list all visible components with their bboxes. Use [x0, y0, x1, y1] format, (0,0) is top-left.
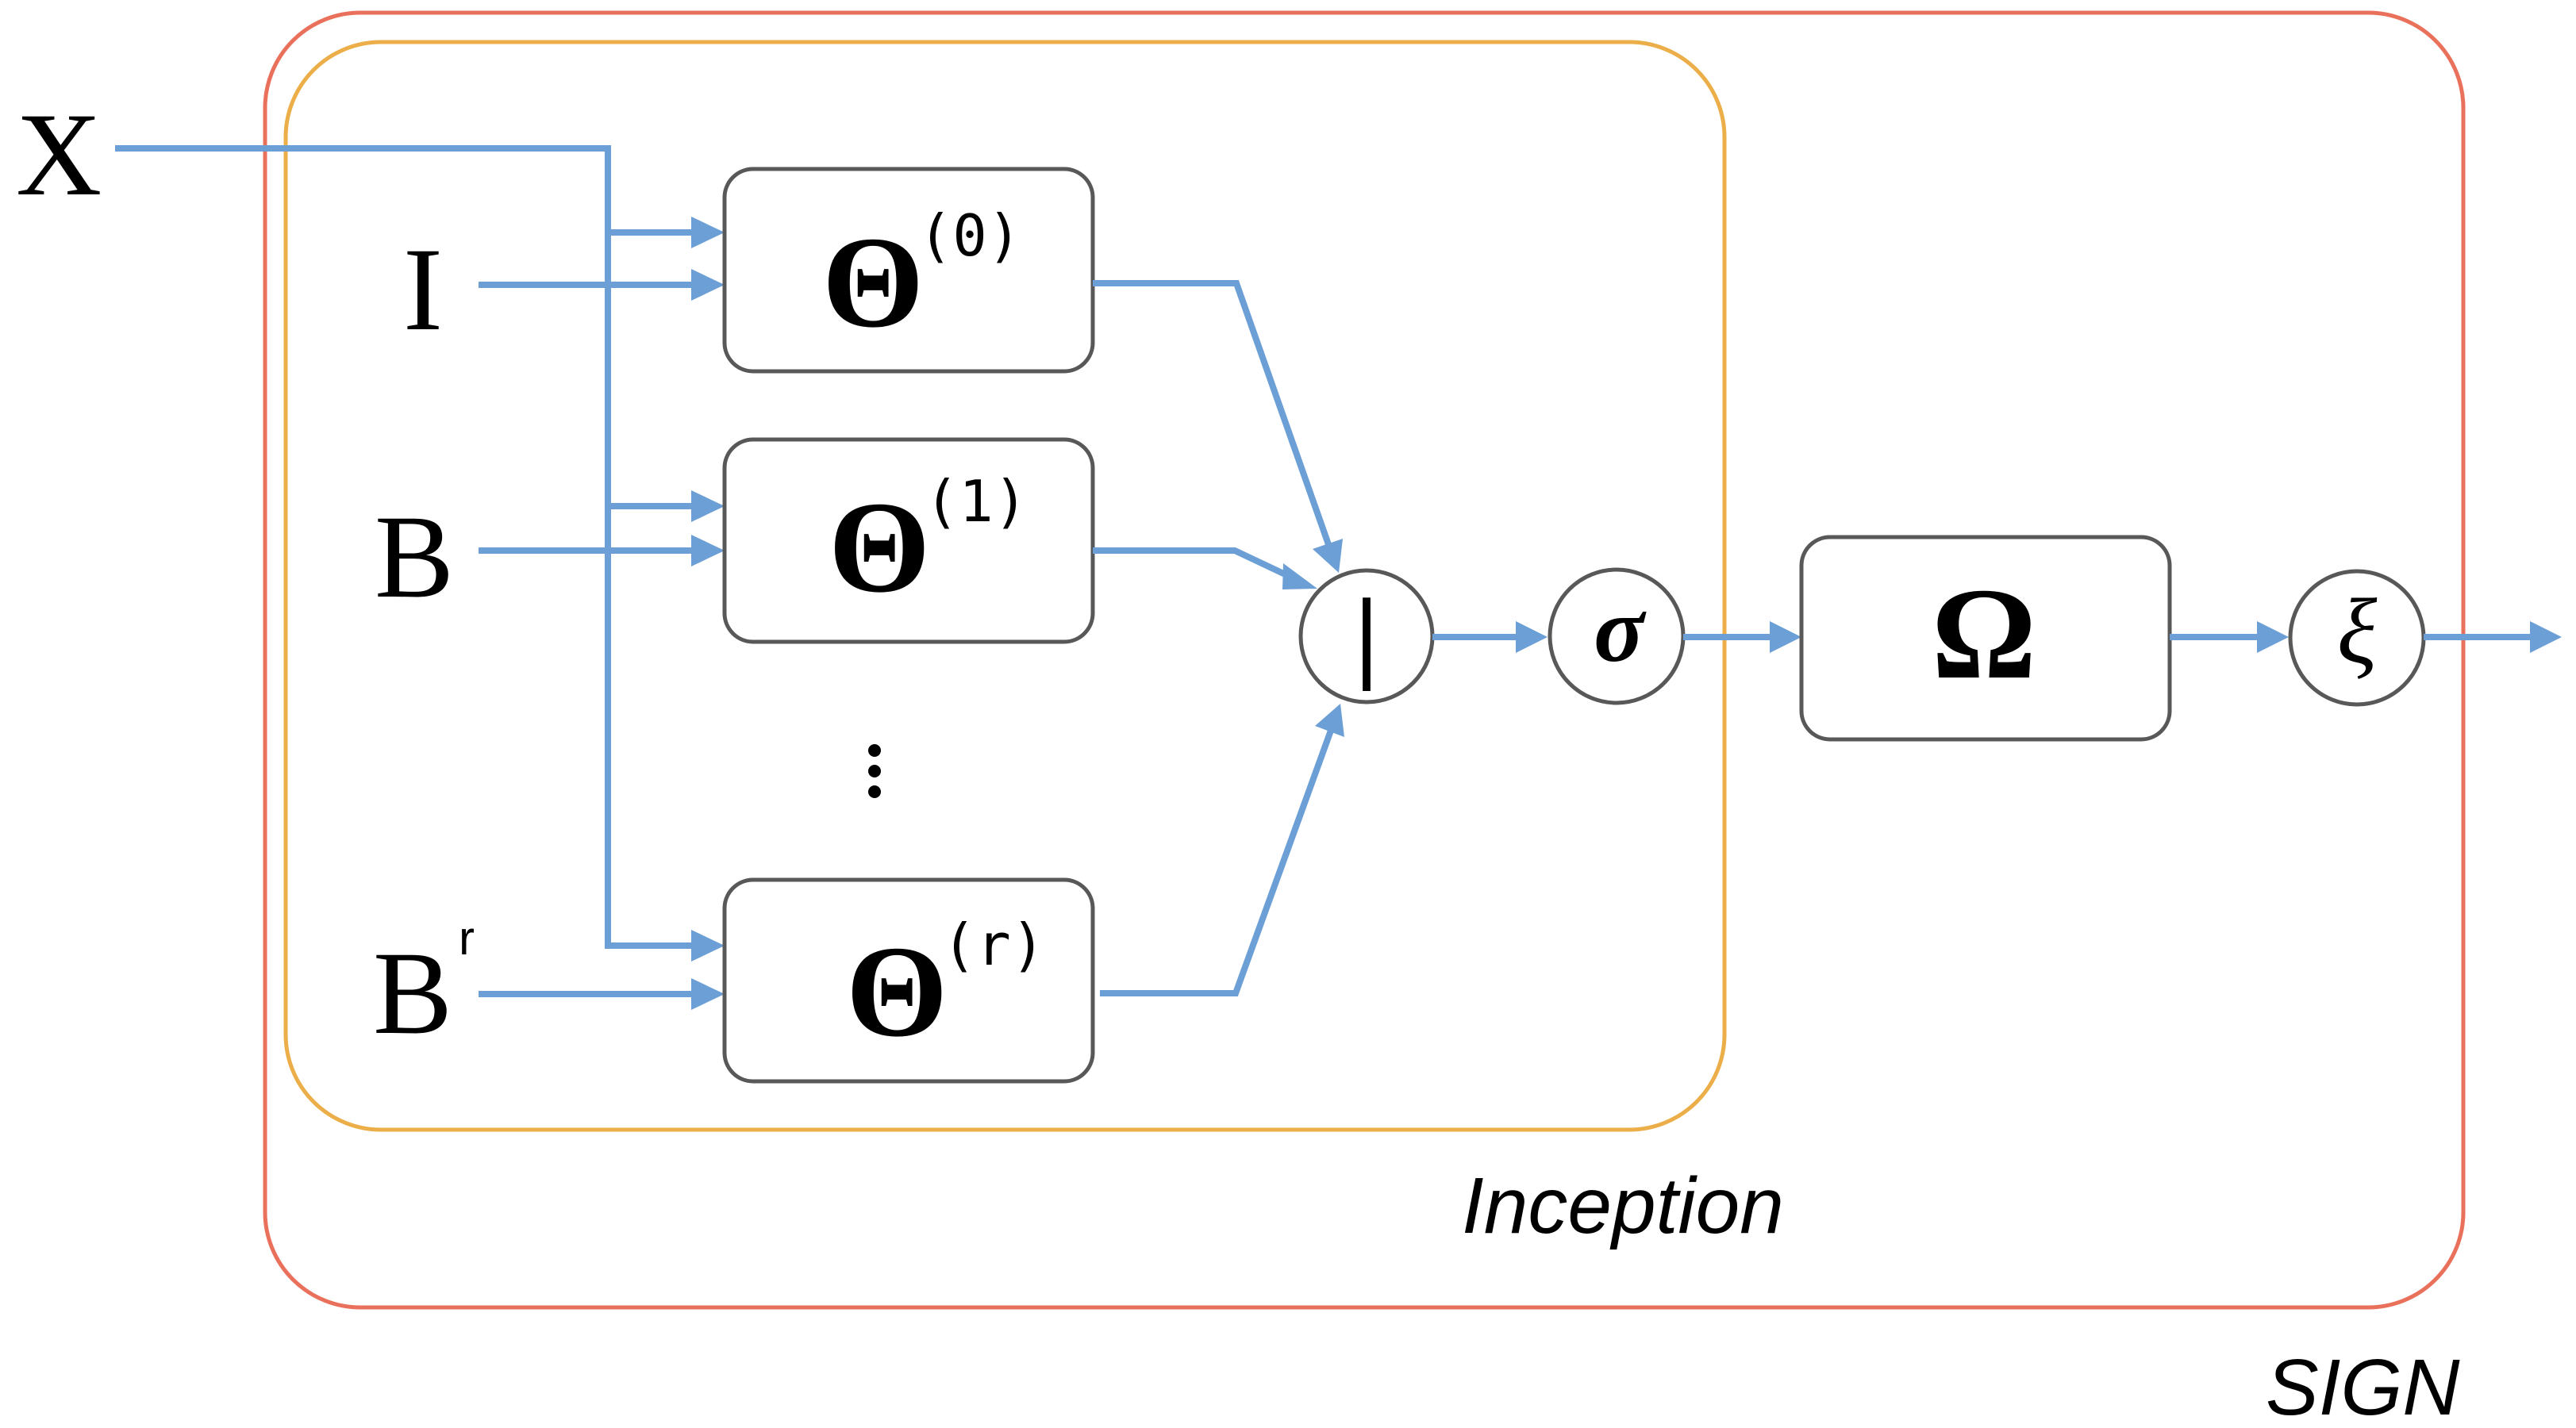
input-b-label: B [375, 491, 454, 623]
theta-block-1: Θ (1) [722, 437, 1095, 644]
br-to-thetar-arrowhead [691, 978, 725, 1010]
theta-1-box [722, 437, 1095, 644]
theta-to-concat-edges [1093, 280, 1344, 996]
theta-0-superscript: (0) [918, 202, 1021, 269]
theta-0-symbol: Θ [822, 209, 924, 355]
omega-block: Ω [1799, 535, 2172, 742]
sigma-node: σ [1548, 567, 1686, 705]
ellipsis [868, 744, 881, 798]
theta-0-box [722, 167, 1095, 374]
input-i-label: I [403, 224, 443, 355]
i-to-theta0-arrowhead [691, 269, 725, 301]
concat-node: | [1298, 568, 1435, 704]
omega-to-xi-arrowhead [2257, 621, 2289, 653]
sign-container [263, 10, 2466, 1310]
theta-1-symbol: Θ [829, 474, 930, 620]
sign-label: SIGN [2266, 1343, 2460, 1428]
thetar-to-concat-line [1100, 727, 1335, 996]
ellipsis-dot [868, 744, 881, 757]
output-arrowhead [2530, 621, 2562, 653]
b-to-theta1-arrowhead [691, 535, 725, 566]
xi-symbol: ξ [2337, 579, 2378, 683]
inception-container [283, 40, 1727, 1132]
concat-symbol: | [1351, 582, 1382, 691]
theta0-to-concat-line [1093, 280, 1333, 551]
input-br-label: B r [373, 912, 475, 1059]
x-bus-line [115, 145, 694, 949]
theta-1-superscript: (1) [925, 468, 1028, 535]
thetar-to-concat-arrowhead [1315, 704, 1344, 737]
sigma-symbol: σ [1594, 578, 1647, 681]
input-x-label: X [16, 89, 102, 221]
theta-block-r: Θ (r) [722, 877, 1095, 1084]
theta-r-symbol: Θ [846, 919, 948, 1064]
omega-symbol: Ω [1932, 561, 2036, 706]
ellipsis-dot [868, 765, 881, 777]
operator-input-edges [479, 269, 725, 1010]
theta-r-superscript: (r) [942, 912, 1045, 978]
sigma-to-omega-arrowhead [1770, 621, 1801, 653]
ellipsis-dot [868, 785, 881, 798]
input-br-superscript: r [459, 912, 475, 965]
theta-block-0: Θ (0) [722, 167, 1095, 374]
theta0-to-concat-arrowhead [1313, 539, 1343, 573]
xi-node: ξ [2288, 569, 2426, 707]
concat-to-sigma-arrowhead [1516, 621, 1548, 653]
theta1-to-concat-line [1093, 547, 1295, 582]
x-to-thetar-arrowhead [691, 930, 725, 962]
theta1-to-concat-arrowhead [1282, 563, 1317, 589]
inception-label: Inception [1462, 1161, 1784, 1250]
x-to-theta0-arrowhead [691, 217, 725, 248]
x-input-bus [115, 145, 725, 962]
theta-r-box [722, 877, 1095, 1084]
x-to-theta1-arrowhead [691, 490, 725, 522]
input-br-base: B [373, 927, 452, 1059]
